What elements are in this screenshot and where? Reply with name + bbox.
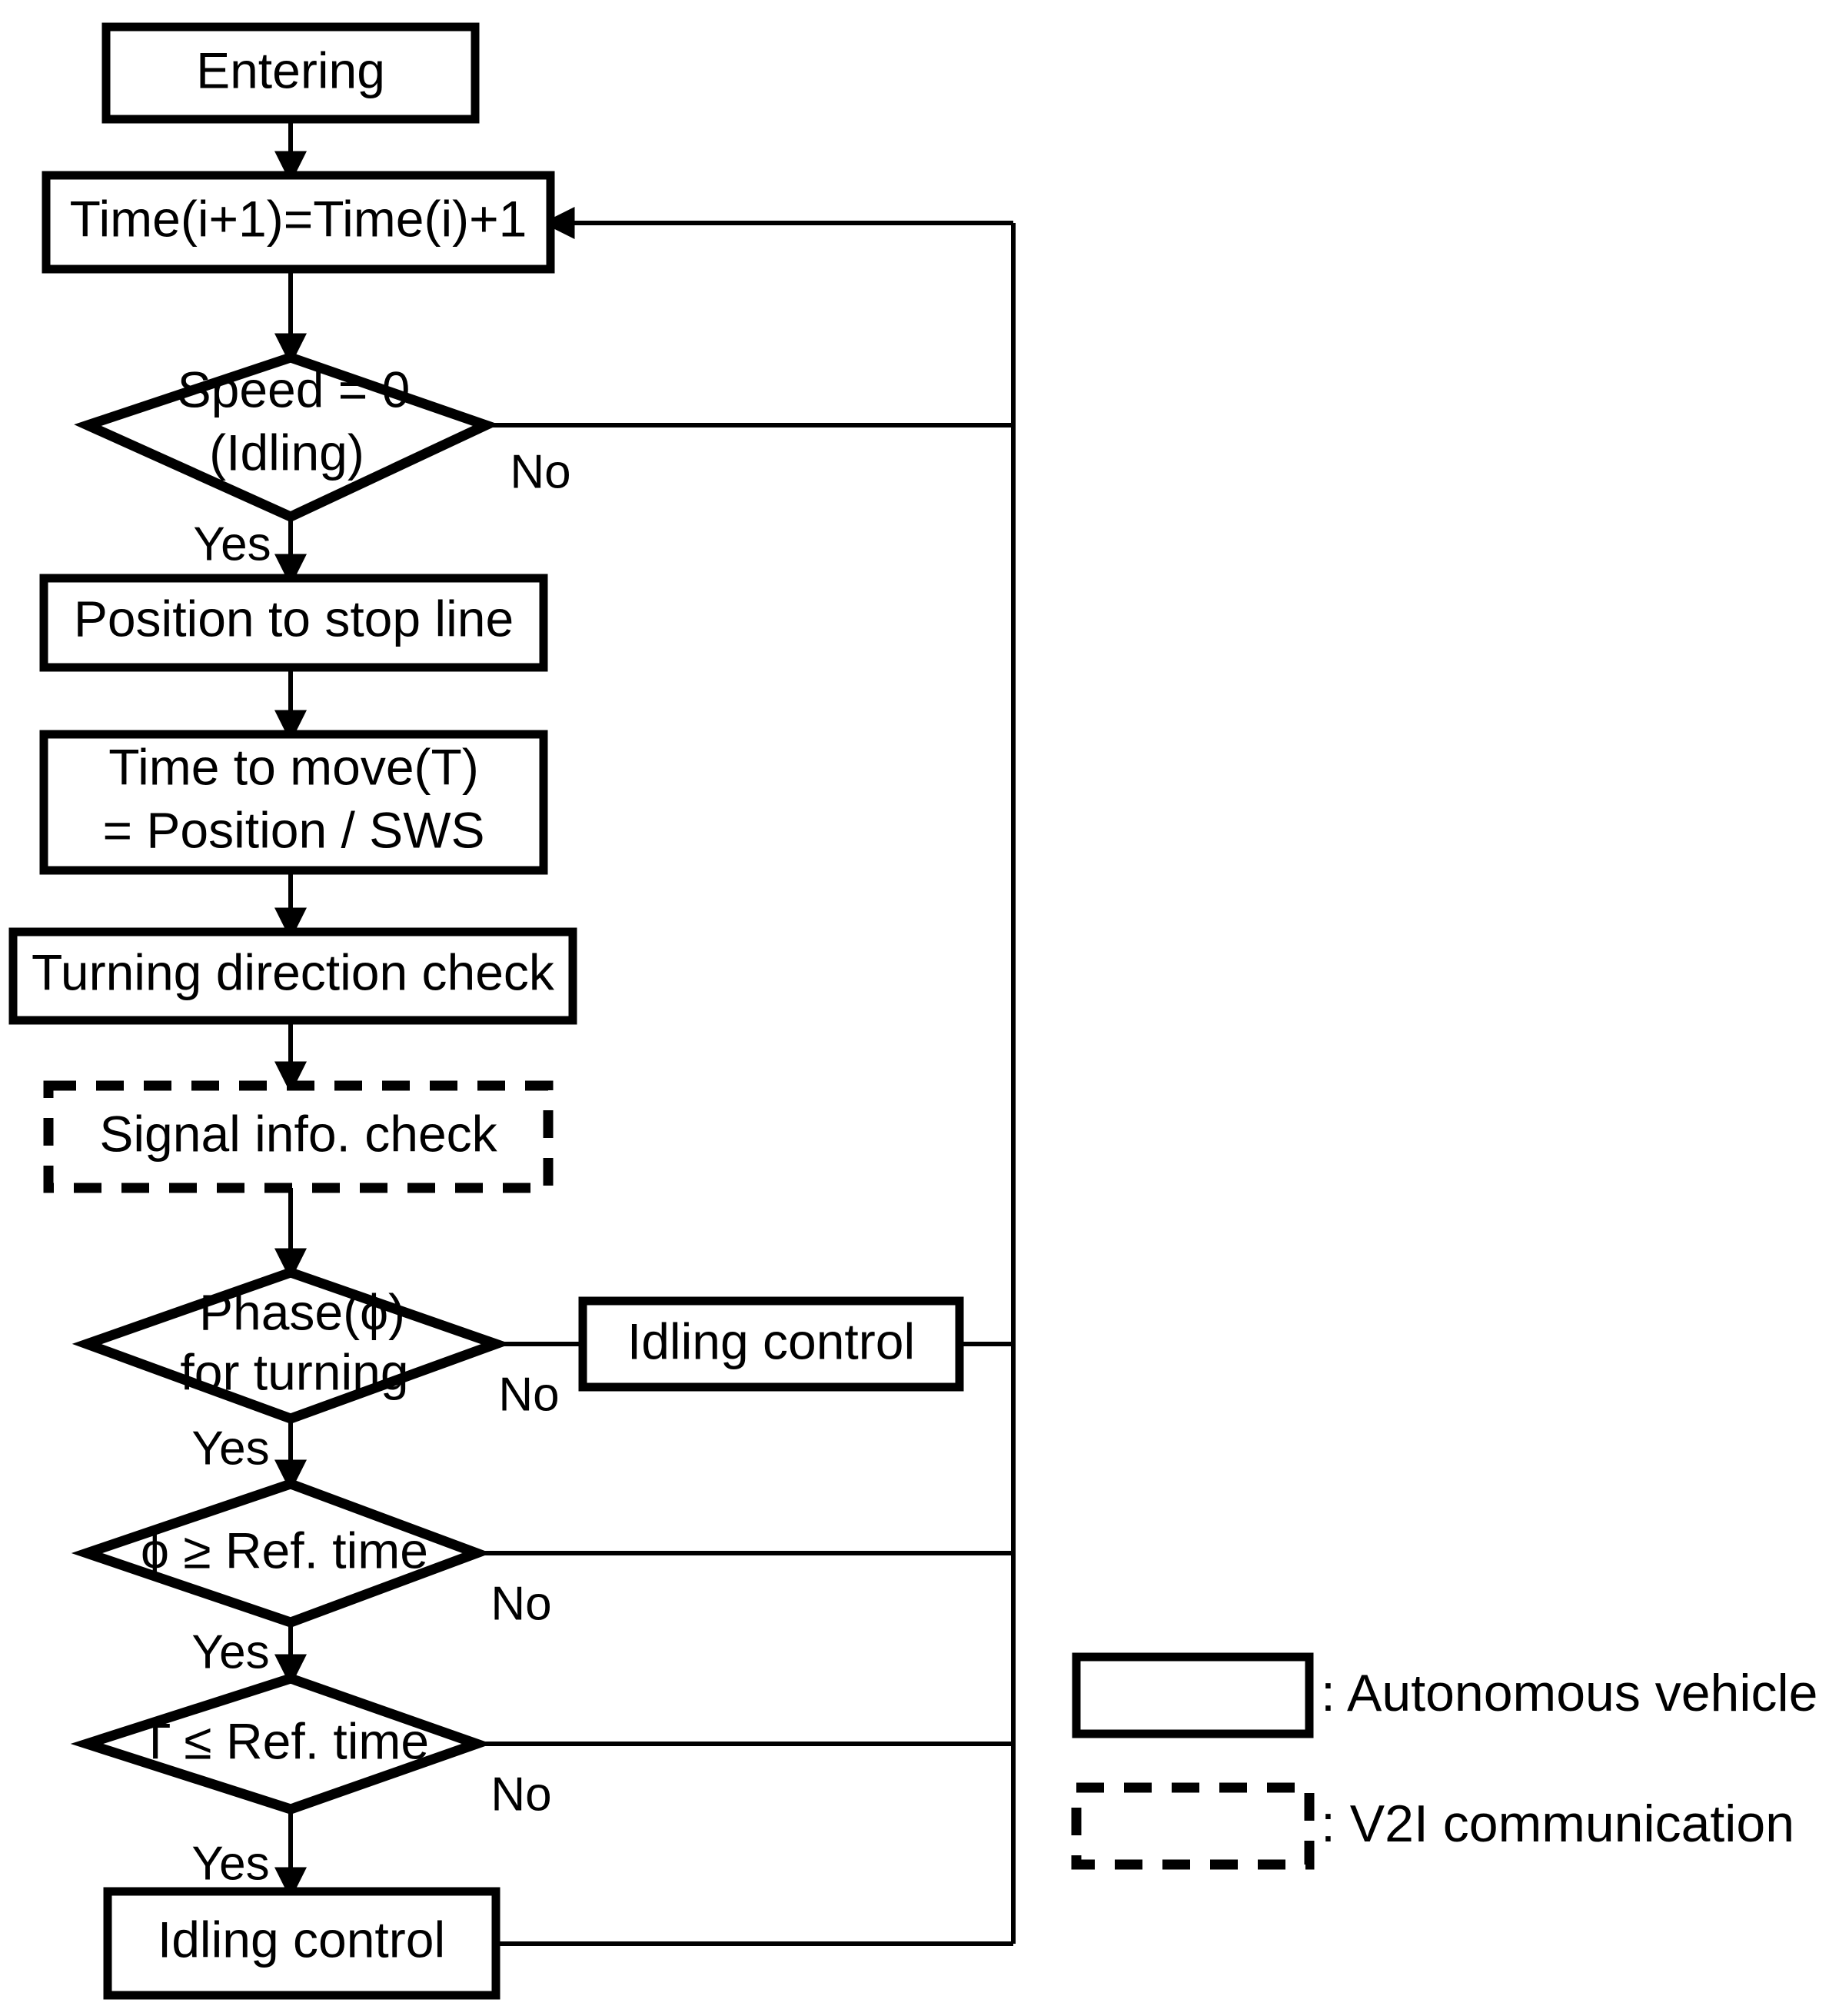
edge-label-speed-yes: Yes — [193, 517, 271, 571]
node-speed-check-label-line1: Speed = 0 — [178, 361, 411, 418]
node-t-ref-time-diamond — [70, 1673, 492, 1815]
node-phi-ref-time-diamond — [71, 1479, 491, 1628]
node-time-to-move-box — [39, 730, 548, 875]
legend-solid-swatch — [1072, 1652, 1314, 1738]
edge-label-phiref-no: No — [491, 1577, 551, 1630]
edge-label-phiref-yes: Yes — [191, 1625, 269, 1678]
node-idling-control-bottom-label: Idling control — [158, 1911, 445, 1968]
node-time-to-move-label-line2: = Position / SWS — [102, 801, 484, 858]
node-idling-control-bottom-box — [103, 1887, 500, 2000]
node-entering-label: Entering — [196, 42, 385, 98]
node-phi-ref-time-label: ϕ ≥ Ref. time — [141, 1522, 428, 1579]
node-idling-control-right-label: Idling control — [627, 1312, 915, 1369]
node-phase-turning-diamond — [71, 1267, 511, 1424]
edge-label-phase-no: No — [498, 1368, 559, 1421]
node-time-update-box — [42, 171, 555, 274]
legend-dashed-label: : V2I communication — [1321, 1795, 1794, 1853]
edge-label-tref-yes: Yes — [191, 1837, 269, 1890]
node-phase-turning-label-line1: Phase(ϕ) — [199, 1283, 405, 1340]
node-turning-direction-check-label: Turning direction check — [32, 943, 555, 1000]
node-t-ref-time-label: T ≤ Ref. time — [140, 1712, 429, 1769]
node-turning-direction-check-box — [8, 927, 577, 1025]
edge-label-speed-no: No — [510, 445, 570, 498]
node-idling-control-right-box — [578, 1296, 964, 1392]
node-signal-info-check-box — [43, 1080, 554, 1193]
legend-dashed-swatch — [1071, 1782, 1315, 1870]
node-speed-check-diamond — [74, 352, 500, 523]
node-phase-turning-label-line2: for turning — [180, 1343, 408, 1400]
node-signal-info-check-label: Signal info. check — [99, 1105, 497, 1162]
edge-label-phase-yes: Yes — [191, 1422, 269, 1475]
node-time-to-move-label-line1: Time to move(T) — [108, 738, 479, 795]
node-speed-check-label-line2: (Idling) — [209, 424, 364, 481]
legend-solid-label: : Autonomous vehicle — [1321, 1664, 1817, 1722]
node-position-stop-line-label: Position to stop line — [74, 590, 514, 647]
node-position-stop-line-box — [39, 574, 548, 672]
node-time-update-label: Time(i+1)=Time(i)+1 — [70, 190, 527, 247]
edge-label-tref-no: No — [491, 1768, 551, 1821]
node-entering-box — [101, 22, 480, 124]
